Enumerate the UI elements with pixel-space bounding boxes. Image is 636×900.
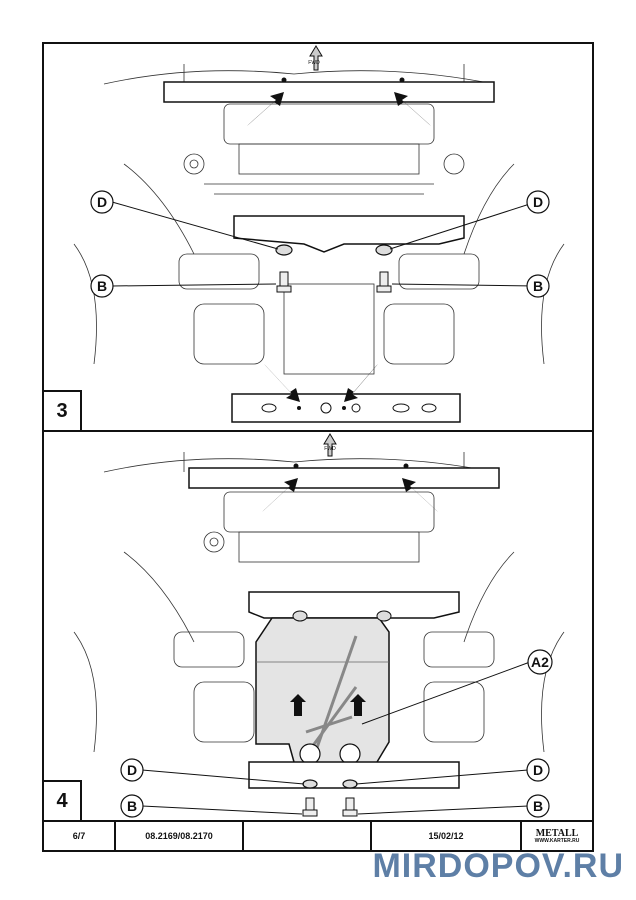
step-3-panel: FWD bbox=[44, 44, 592, 430]
step-4-panel: FWD bbox=[44, 432, 592, 820]
callout-d-right: D bbox=[526, 758, 550, 782]
step-4-drawing: FWD bbox=[73, 433, 565, 818]
callout-b-left: B bbox=[120, 794, 144, 818]
callout-b-right: B bbox=[526, 794, 550, 818]
fwd-marker: FWD bbox=[308, 60, 320, 66]
page-number: 6/7 bbox=[44, 822, 116, 850]
callout-d-left: D bbox=[120, 758, 144, 782]
logo: METALL WWW.KARTER.RU bbox=[522, 822, 592, 850]
part-numbers: 08.2169/08.2170 bbox=[116, 822, 244, 850]
panel-divider bbox=[44, 430, 592, 432]
callout-b-left: B bbox=[90, 274, 114, 298]
arrow-up-right bbox=[394, 92, 431, 126]
step-3-drawing: FWD bbox=[73, 45, 565, 423]
svg-text:D: D bbox=[97, 194, 107, 210]
callout-d-right: D bbox=[526, 190, 550, 214]
step-4-number: 4 bbox=[44, 780, 82, 820]
arrow-down-right bbox=[344, 364, 378, 402]
arrow-up-left bbox=[247, 92, 284, 126]
svg-text:D: D bbox=[127, 762, 137, 778]
svg-text:D: D bbox=[533, 194, 543, 210]
arrow-down-left bbox=[264, 364, 300, 402]
title-block: 6/7 08.2169/08.2170 15/02/12 METALL WWW.… bbox=[44, 820, 592, 850]
watermark: MIRDOPOV.RU bbox=[372, 847, 624, 885]
svg-text:B: B bbox=[97, 278, 107, 294]
svg-text:D: D bbox=[533, 762, 543, 778]
callout-a2: A2 bbox=[527, 649, 553, 675]
instruction-sheet: FWD bbox=[42, 42, 594, 852]
svg-text:B: B bbox=[533, 798, 543, 814]
svg-text:A2: A2 bbox=[531, 654, 549, 670]
svg-text:B: B bbox=[127, 798, 137, 814]
svg-text:B: B bbox=[533, 278, 543, 294]
blank-cell bbox=[244, 822, 372, 850]
date: 15/02/12 bbox=[372, 822, 522, 850]
callout-b-right: B bbox=[526, 274, 550, 298]
logo-url: WWW.KARTER.RU bbox=[534, 837, 580, 844]
svg-text:FWD: FWD bbox=[324, 446, 336, 452]
logo-text: METALL bbox=[535, 827, 579, 839]
callout-d-left: D bbox=[90, 190, 114, 214]
skid-plate-a2 bbox=[255, 617, 390, 778]
step-3-number: 3 bbox=[44, 390, 82, 430]
